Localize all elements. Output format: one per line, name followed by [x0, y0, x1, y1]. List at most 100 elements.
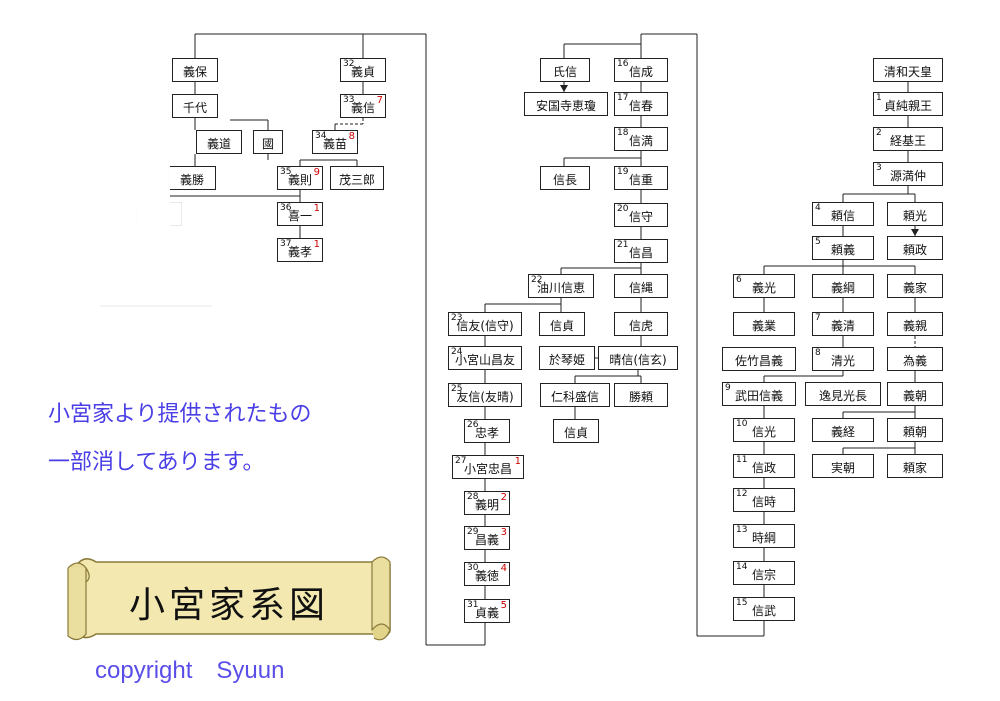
person-name: 千代: [182, 101, 207, 115]
person-name: 小宮忠昌: [463, 462, 512, 476]
provenance-note-line-2: 一部消してあります。: [48, 450, 265, 475]
person-box-nobutsuna: 信縄: [614, 274, 668, 298]
red-number: 7: [376, 95, 383, 106]
person-name: 信政: [751, 461, 776, 475]
person-box-yoshichika: 義親: [887, 312, 943, 336]
person-box-satake: 佐竹昌義: [722, 347, 796, 371]
generation-number: 22: [531, 275, 543, 285]
person-box-seiwa: 清和天皇: [873, 58, 943, 82]
generation-number: 4: [815, 203, 821, 213]
person-name: 佐竹昌義: [734, 354, 783, 368]
person-name: 頼政: [902, 243, 927, 257]
person-name: 武田信義: [734, 389, 783, 403]
person-name: 為義: [902, 354, 927, 368]
person-name: 頼朝: [902, 425, 927, 439]
person-box-chiyo: 千代: [172, 94, 218, 118]
person-name: 信縄: [628, 281, 653, 295]
person-name: 清和天皇: [883, 65, 932, 79]
person-name: 義経: [830, 425, 855, 439]
generation-number: 1: [876, 93, 882, 103]
person-box-nobusada: 信貞: [539, 312, 585, 336]
person-box-sanetomo: 実朝: [812, 454, 874, 478]
person-name: 安国寺恵瓊: [535, 99, 596, 113]
person-box-okotohime: 於琴姫: [539, 346, 595, 370]
person-box-yoshitsune: 義経: [812, 418, 874, 442]
person-name: 信貞: [563, 426, 588, 440]
person-name: 信光: [751, 425, 776, 439]
generation-number: 21: [617, 240, 629, 250]
person-box-yoshimitsu: 6 義光: [733, 274, 795, 298]
generation-number: 36: [280, 203, 292, 213]
person-box-ankokuji: 安国寺恵瓊: [524, 92, 608, 116]
person-name: 頼光: [902, 209, 927, 223]
person-name: 忠孝: [474, 426, 499, 440]
person-box-yorimitsu: 頼光: [887, 202, 943, 226]
person-name: 義勝: [179, 173, 204, 187]
generation-number: 29: [467, 527, 479, 537]
generation-number: 18: [617, 128, 629, 138]
person-box-shigesaburo: 茂三郎: [330, 166, 384, 190]
person-name: 信虎: [628, 319, 653, 333]
person-name: 源満仲: [889, 169, 926, 183]
person-box-ujinobu: 氏信: [540, 58, 590, 82]
person-name: 義業: [751, 319, 776, 333]
title-scroll-graphic: [67, 556, 391, 641]
person-box-henmi: 逸見光長: [805, 382, 881, 406]
generation-number: 10: [736, 419, 748, 429]
person-box-harunobu: 晴信(信玄): [598, 346, 678, 370]
person-name: 貞純親王: [883, 99, 932, 113]
generation-number: 28: [467, 492, 479, 502]
generation-number: 17: [617, 93, 629, 103]
person-name: 信長: [552, 173, 577, 187]
person-name: 信武: [751, 604, 776, 618]
arrow-head: [911, 229, 919, 236]
person-name: 信時: [751, 495, 776, 509]
erased-area: [66, 300, 216, 346]
generation-number: 6: [736, 275, 742, 285]
person-name: 茂三郎: [338, 173, 375, 187]
person-name: 義苗: [322, 137, 347, 151]
generation-number: 25: [451, 384, 463, 394]
person-name: 信宗: [751, 568, 776, 582]
red-number: 4: [500, 563, 507, 574]
person-name: 信満: [628, 134, 653, 148]
person-name: 義綱: [830, 281, 855, 295]
erased-area: [100, 330, 140, 370]
red-number: 1: [514, 456, 521, 467]
generation-number: 34: [315, 131, 327, 141]
red-number: 9: [313, 167, 320, 178]
erased-area: [330, 230, 380, 300]
person-name: 義光: [751, 281, 776, 295]
person-name: 信成: [628, 65, 653, 79]
person-name: 義家: [902, 281, 927, 295]
person-box-nobunaga: 信長: [540, 166, 590, 190]
generation-number: 24: [451, 347, 463, 357]
person-name: 頼義: [830, 243, 855, 257]
erased-area: [330, 300, 382, 340]
person-box-nobutora: 信虎: [614, 312, 668, 336]
person-box-yoshitsuna: 義綱: [812, 274, 874, 298]
person-name: 義親: [902, 319, 927, 333]
person-name: 信昌: [628, 246, 653, 260]
person-name: 実朝: [830, 461, 855, 475]
person-name: 信守: [628, 210, 653, 224]
person-name: 晴信(信玄): [609, 353, 667, 367]
generation-number: 16: [617, 59, 629, 69]
person-box-kuni: 國: [253, 130, 283, 154]
person-box-katsuyori: 勝頼: [614, 383, 668, 407]
